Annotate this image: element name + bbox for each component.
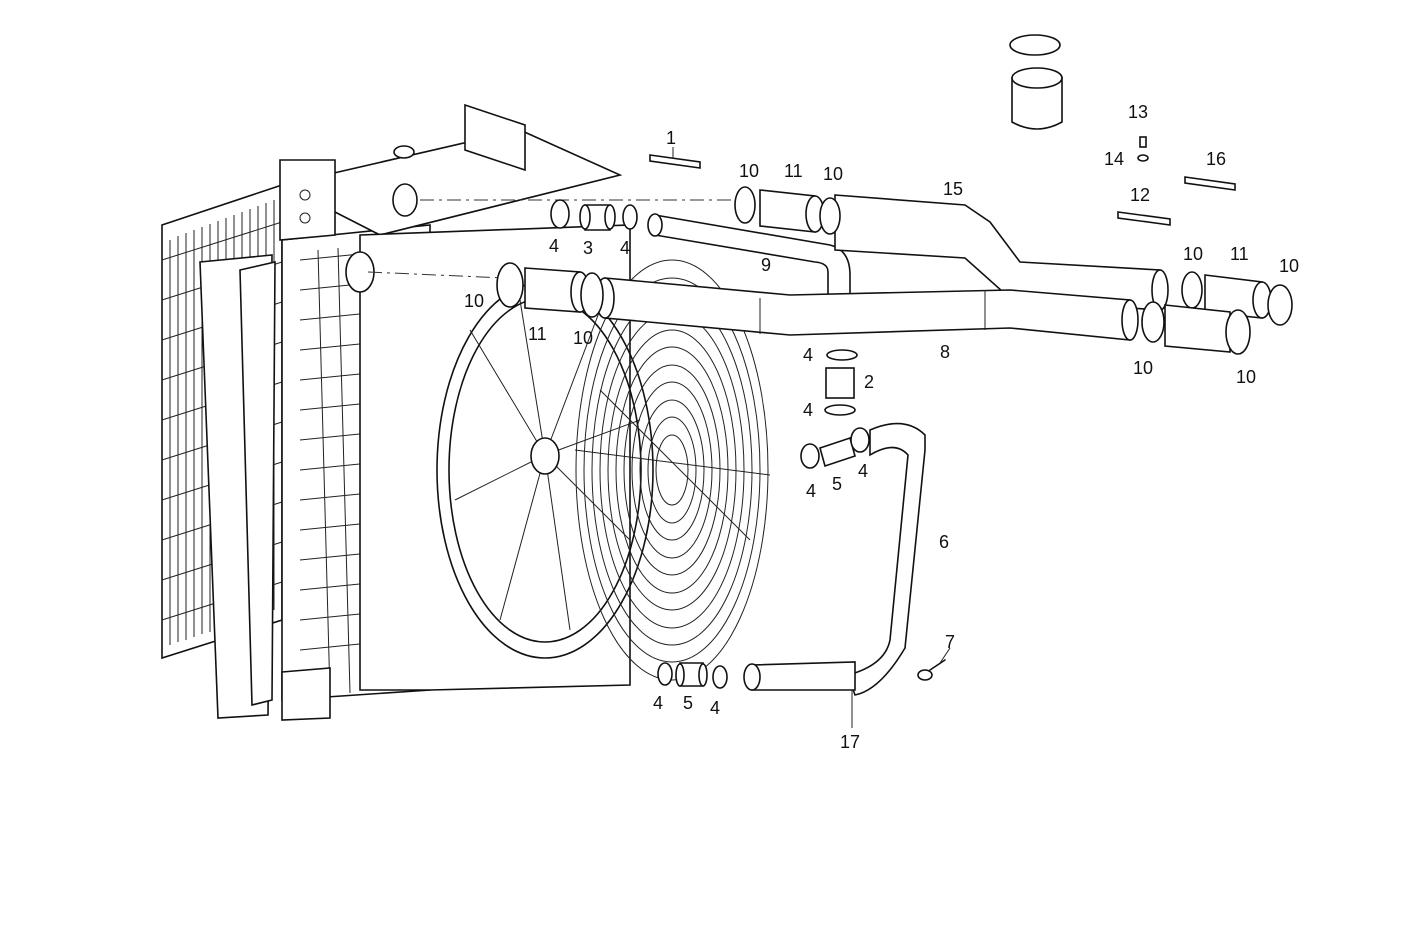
callout-9: 9 — [761, 255, 771, 275]
washer-14 — [1137, 154, 1149, 162]
hose-17 — [743, 661, 856, 691]
sleeve-2 — [825, 367, 855, 399]
callout-17: 17 — [840, 732, 860, 752]
callout-11: 11 — [784, 161, 803, 181]
callout-4: 4 — [549, 236, 559, 256]
rear-bracket — [464, 103, 526, 172]
clamp-4 — [657, 662, 673, 686]
clamp-10 — [1225, 309, 1251, 355]
clamp-4 — [826, 349, 858, 361]
clamp-10 — [1267, 284, 1293, 326]
bracket-12 — [1117, 211, 1171, 226]
clamp-10 — [819, 197, 841, 235]
detail-sleeve-and-clamp — [1009, 34, 1063, 130]
bottom-bracket — [281, 667, 331, 721]
center-fittings — [800, 349, 870, 469]
callout-16: 16 — [1206, 149, 1226, 169]
clamp-10 — [1141, 301, 1165, 343]
callout-4: 4 — [803, 400, 813, 420]
callout-7: 7 — [945, 632, 955, 652]
callout-4: 4 — [620, 238, 630, 258]
clamp-4 — [622, 204, 638, 230]
callout-5: 5 — [683, 693, 693, 713]
callout-10: 10 — [464, 291, 484, 311]
callout-4: 4 — [806, 481, 816, 501]
coupling-group-right — [1141, 271, 1293, 355]
callout-10: 10 — [1236, 367, 1256, 387]
callout-2: 2 — [864, 372, 874, 392]
callout-11: 11 — [1230, 244, 1249, 264]
outlet-stub-upper — [392, 183, 418, 217]
clamp-10 — [734, 186, 756, 224]
fan-hub — [530, 437, 560, 475]
coupling-group-upper-left — [734, 186, 841, 235]
callout-4: 4 — [858, 461, 868, 481]
callout-15: 15 — [943, 179, 963, 199]
callout-10: 10 — [1133, 358, 1153, 378]
clamp-10 — [496, 262, 524, 308]
fan-blades — [454, 299, 641, 631]
hose-15 — [834, 194, 1169, 311]
callout-10: 10 — [1183, 244, 1203, 264]
side-shroud — [239, 260, 276, 707]
callout-3: 3 — [583, 238, 593, 258]
hose-6 — [846, 422, 926, 696]
callout-8: 8 — [940, 342, 950, 362]
callout-4: 4 — [803, 345, 813, 365]
clamp-4 — [824, 404, 856, 416]
callout-10: 10 — [739, 161, 759, 181]
upper-fittings — [550, 199, 638, 231]
filler-cap — [393, 145, 415, 159]
callout-12: 12 — [1130, 185, 1150, 205]
callout-5: 5 — [832, 474, 842, 494]
clamp-4 — [712, 665, 728, 689]
bolt-13 — [1139, 136, 1147, 148]
callout-10: 10 — [573, 328, 593, 348]
alignment-centerlines — [367, 199, 745, 279]
bracket-1 — [649, 154, 701, 169]
callout-4: 4 — [653, 693, 663, 713]
radiator-core — [161, 103, 631, 721]
clamp-10 — [1181, 271, 1203, 309]
callout-11: 11 — [528, 324, 547, 344]
callout-13: 13 — [1128, 102, 1148, 122]
callout-1: 1 — [666, 128, 676, 148]
bracket-16 — [1184, 176, 1236, 191]
lower-fittings — [657, 662, 728, 689]
callout-6: 6 — [939, 532, 949, 552]
leader-lines — [672, 147, 951, 728]
fan-guard — [574, 259, 771, 681]
callout-labels: 1 2 3 4 4 4 4 4 4 4 4 5 5 6 7 8 9 10 10 … — [464, 102, 1299, 752]
top-tank — [279, 129, 623, 236]
clamp-4 — [550, 199, 570, 229]
valve-7 — [917, 659, 946, 681]
top-bracket — [279, 159, 336, 241]
callout-4: 4 — [710, 698, 720, 718]
callout-10: 10 — [823, 164, 843, 184]
callout-14: 14 — [1104, 149, 1124, 169]
callout-10: 10 — [1279, 256, 1299, 276]
clamp-10 — [580, 272, 604, 318]
coupling-group-lower-left — [496, 262, 604, 318]
